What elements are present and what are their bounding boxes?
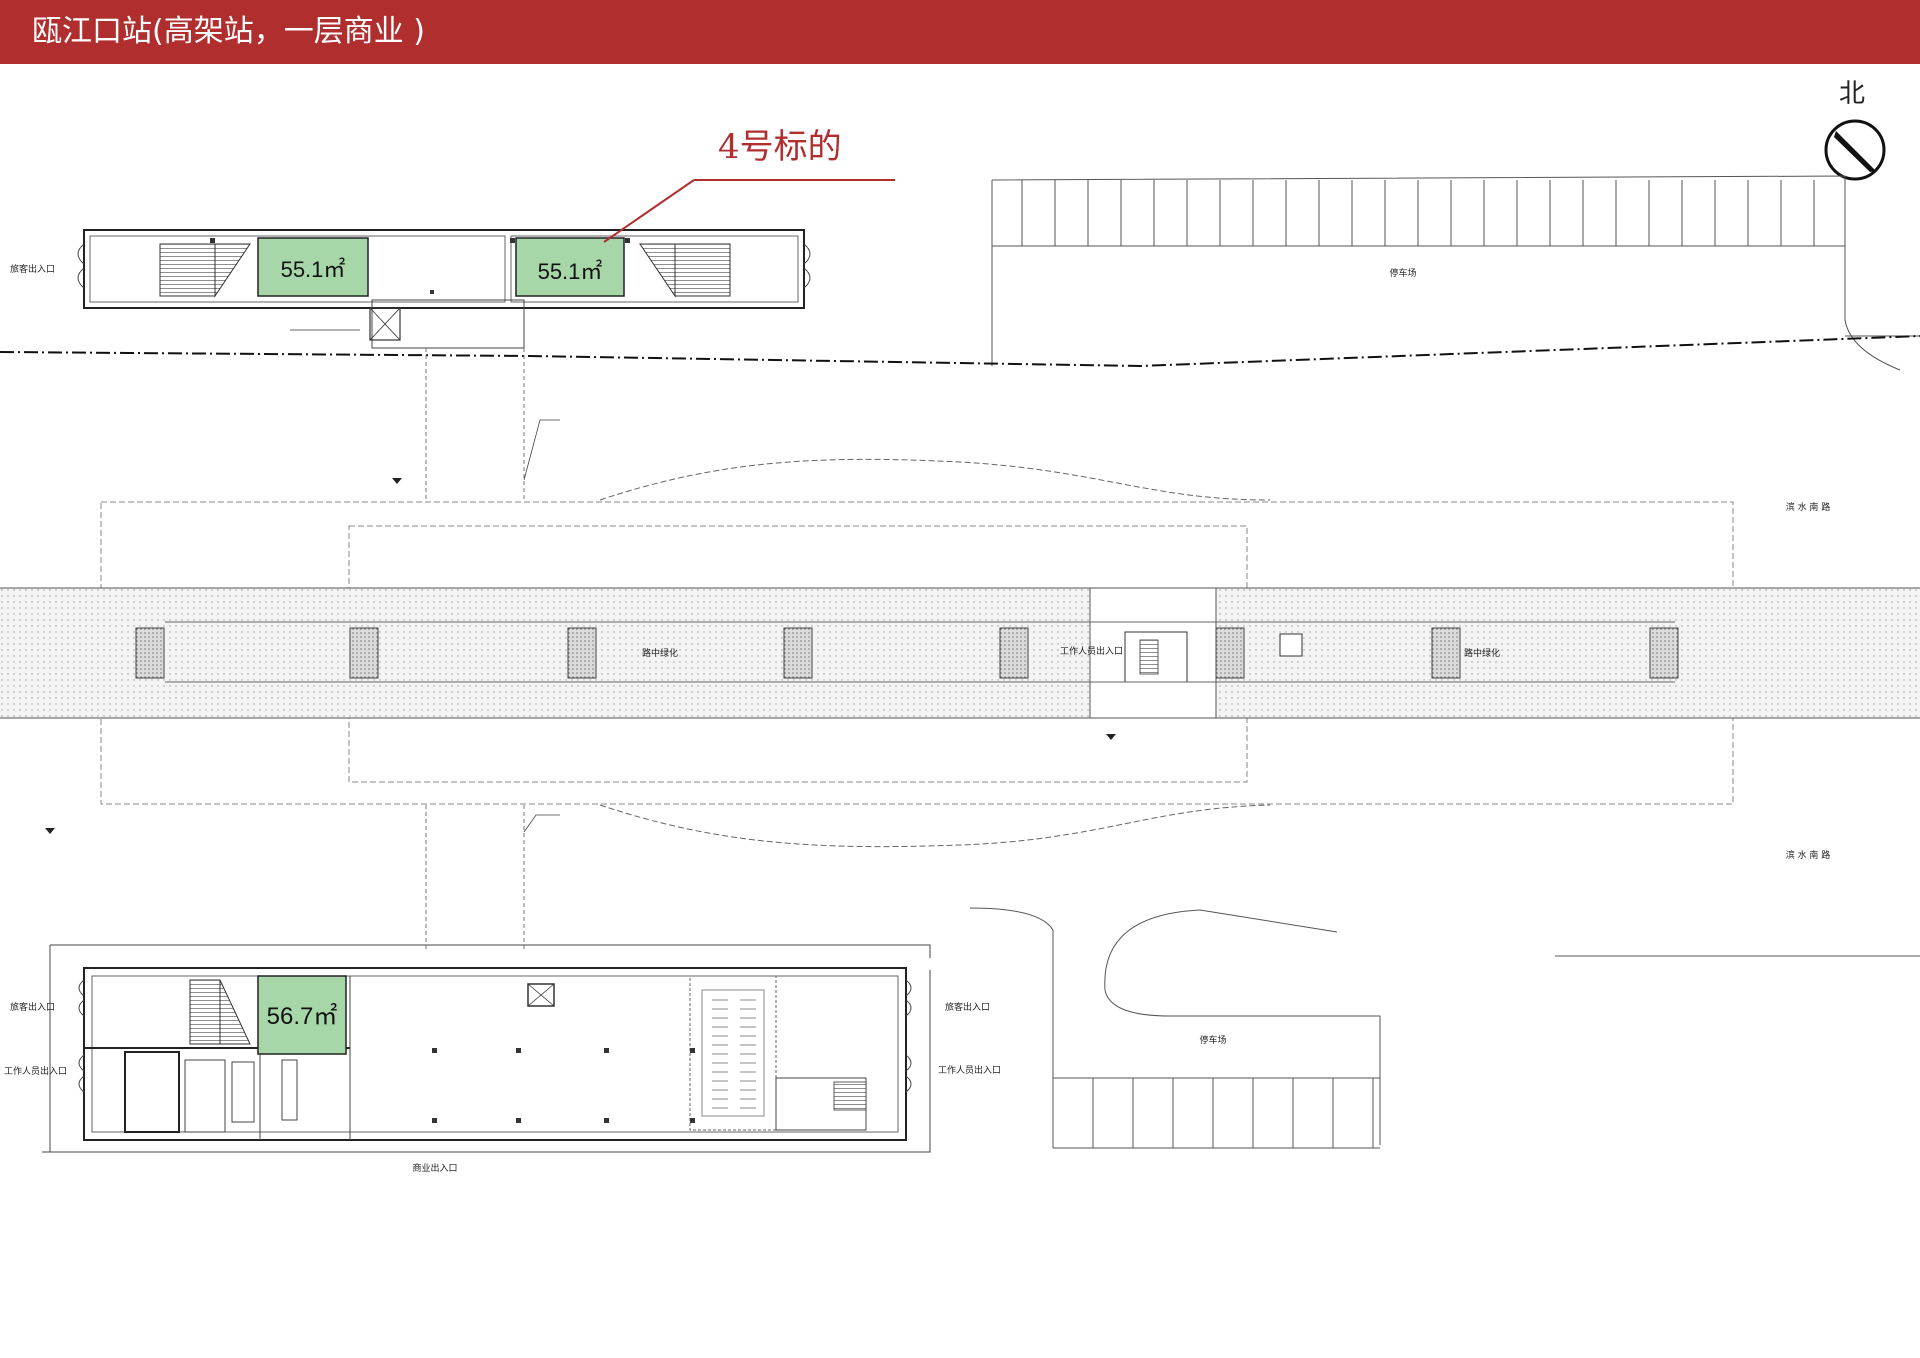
label-staff-entrance-sw: 工作人员出入口 [4, 1065, 67, 1077]
north-label: 北 [1839, 79, 1865, 109]
commercial-area-sw [257, 975, 347, 1055]
label-staff-entrance-se: 工作人员出入口 [938, 1064, 1001, 1076]
target-callout: 4号标的 [603, 127, 895, 243]
north-compass: 北 [1824, 79, 1886, 181]
label-parking-south: 停车场 [1199, 1034, 1226, 1046]
label-passenger-entrance-se: 旅客出入口 [945, 1001, 990, 1013]
commercial-area-ne [515, 237, 625, 297]
commercial-area-nw [257, 237, 369, 297]
page-title: 瓯江口站(高架站，一层商业 ) [32, 14, 425, 49]
road-band: 路中绿化 路中绿化 工作人员出入口 [0, 587, 1920, 719]
label-median-green-left: 路中绿化 [642, 647, 678, 659]
title-bar: 瓯江口站(高架站，一层商业 ) [0, 0, 1920, 64]
south-building: 56.7㎡ 旅客出入口 工作人员出入口 旅客出入口 工作人员出入口 商业出入口 [4, 944, 1001, 1174]
label-passenger-entrance-nw: 旅客出入口 [10, 263, 55, 275]
area-label-ne: 55.1㎡ [538, 259, 603, 284]
label-road-2: 滨 水 南 路 [1786, 849, 1831, 861]
north-platform: 55.1㎡ 55.1㎡ 旅客出入口 [10, 229, 811, 349]
area-label-nw: 55.1㎡ [281, 257, 346, 282]
label-road-1: 滨 水 南 路 [1786, 501, 1831, 513]
station-floor-plan: 北 55.1㎡ 55.1㎡ 旅客出入口 4号标的 [0, 79, 1920, 1174]
north-parking: 停车场 [991, 175, 1920, 371]
label-passenger-entrance-sw: 旅客出入口 [10, 1001, 55, 1013]
south-parking: 停车场 [969, 907, 1920, 1149]
area-label-sw: 56.7㎡ [267, 1003, 338, 1030]
label-parking-north: 停车场 [1389, 267, 1416, 279]
label-commercial-entrance: 商业出入口 [412, 1162, 457, 1174]
label-staff-entrance-center: 工作人员出入口 [1060, 645, 1123, 657]
callout-text: 4号标的 [718, 127, 842, 167]
label-median-green-right: 路中绿化 [1464, 647, 1500, 659]
property-line [0, 335, 1920, 368]
